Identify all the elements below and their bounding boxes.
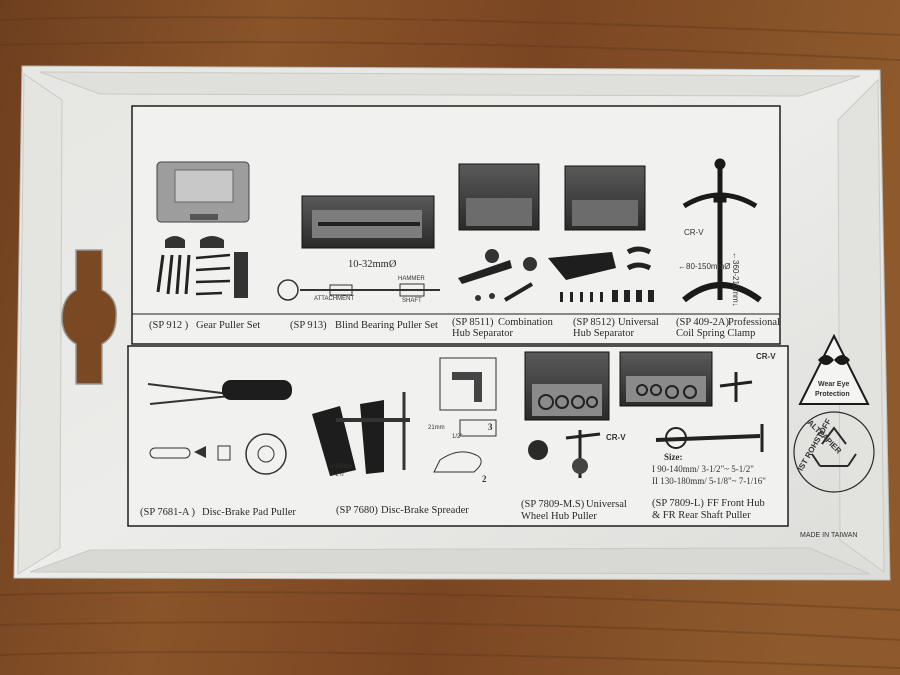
hang-hole	[61, 249, 117, 385]
panel-row-1	[131, 105, 781, 345]
wear-eye-text-1: Wear Eye	[818, 381, 850, 388]
sp7809ms-material: CR-V	[606, 433, 626, 442]
fold-right	[837, 78, 885, 573]
sp8512-name: Universal	[618, 317, 659, 328]
wheel-hub-puller-image	[524, 351, 610, 478]
fold-bottom	[29, 547, 871, 575]
sp7680-code: (SP 7680)	[336, 505, 378, 516]
sp409-spec-length: ←360-210mm↓	[731, 252, 740, 307]
sp409-code: (SP 409-2A)	[676, 317, 729, 328]
fold-left	[17, 73, 63, 575]
sp409-material: CR-V	[684, 228, 704, 237]
size-option-1: I 90-140mm/ 3-1/2"~ 5-1/2"	[652, 464, 754, 474]
sp8512-code: (SP 8512)	[573, 317, 615, 328]
disc-brake-pad-puller-image	[147, 380, 292, 475]
sp8511-name: Combination	[498, 317, 553, 328]
sp8511-code: (SP 8511)	[452, 317, 494, 328]
sp8512-name2: Hub Separator	[573, 328, 634, 339]
combination-hub-separator-image	[458, 163, 540, 302]
blind-bearing-puller-image	[277, 195, 440, 301]
sp7681-code: (SP 7681-A )	[140, 507, 196, 518]
sp912-name: Gear Puller Set	[196, 320, 261, 331]
spreader-dim-in: 0-2½"	[330, 472, 346, 478]
sp7680-name: Disc-Brake Spreader	[381, 505, 469, 516]
spreader-width: 21mm	[428, 425, 445, 431]
spreader-step-3: 3	[488, 422, 493, 432]
size-option-2: II 130-180mm/ 5-1/8"~ 7-1/16"	[652, 476, 766, 486]
sp7809ms-code: (SP 7809-M.S)	[521, 499, 585, 510]
sp913-part-shaft: SHAFT	[402, 298, 422, 304]
spreader-dim-mm: 0-65mm	[330, 464, 353, 470]
sp7809ms-name: Universal	[586, 499, 627, 510]
gear-puller-set-image	[156, 161, 250, 298]
sp7809l-name: FF Front Hub	[707, 498, 765, 509]
sp7681-name: Disc-Brake Pad Puller	[202, 507, 296, 518]
sp7809l-name2: & FR Rear Shaft Puller	[652, 510, 751, 521]
sp913-part-hammer: HAMMER	[398, 276, 425, 282]
fold-top	[39, 71, 861, 97]
sp409-name: Professional	[728, 317, 780, 328]
sp7809ms-name2: Wheel Hub Puller	[521, 511, 597, 522]
spreader-socket-size: 1/2"	[452, 434, 463, 440]
coil-spring-clamp-image	[682, 158, 762, 303]
front-hub-puller-image	[619, 351, 764, 452]
sp409-name2: Coil Spring Clamp	[676, 328, 756, 339]
sp913-name: Blind Bearing Puller Set	[335, 320, 438, 331]
sp409-spec-diameter: ←80-150mmØ	[678, 262, 731, 271]
universal-hub-separator-image	[548, 165, 654, 302]
wood-grain	[0, 16, 900, 669]
sp7809l-code: (SP 7809-L)	[652, 498, 704, 509]
recycle-seal	[793, 411, 875, 493]
sp7809l-material: CR-V	[756, 352, 776, 361]
sp913-note: 10-32mmØ	[348, 259, 397, 270]
sp913-part-attachment: ATTACHMENT	[314, 296, 355, 302]
size-title: Size:	[664, 452, 683, 462]
sp8511-name2: Hub Separator	[452, 328, 513, 339]
sp912-code: (SP 912 )	[149, 320, 189, 331]
origin-label: MADE IN TAIWAN	[800, 532, 858, 539]
sp913-code: (SP 913)	[290, 320, 327, 331]
wear-eye-text-2: Protection	[815, 391, 850, 398]
disc-brake-spreader-image	[312, 357, 497, 476]
spreader-step-2: 2	[482, 474, 487, 484]
wear-eye-protection-sign	[798, 333, 870, 405]
